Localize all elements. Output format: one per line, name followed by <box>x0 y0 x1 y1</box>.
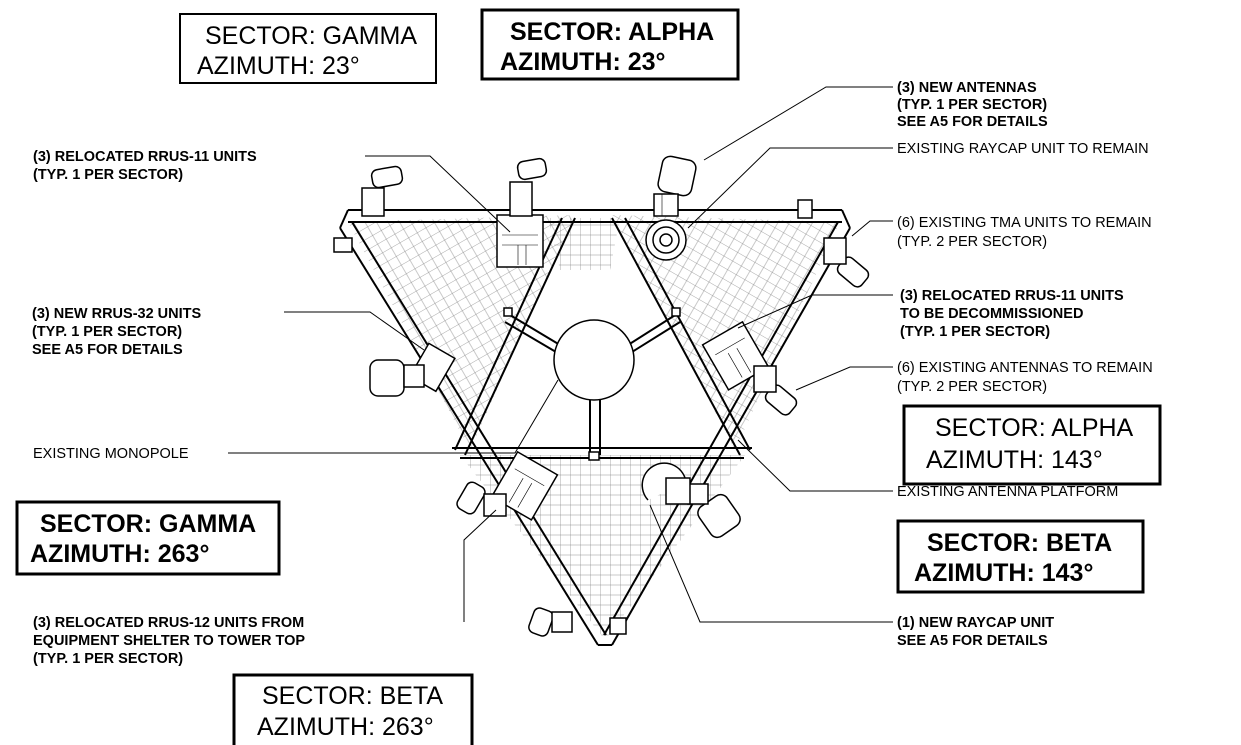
svg-text:(3) NEW RRUS-32 UNITS: (3) NEW RRUS-32 UNITS <box>32 306 202 322</box>
callout-new-raycap: (1) NEW RAYCAP UNIT SEE A5 FOR DETAILS <box>897 615 1054 649</box>
svg-text:EXISTING ANTENNA PLATFORM: EXISTING ANTENNA PLATFORM <box>897 484 1118 500</box>
svg-text:SEE A5 FOR DETAILS: SEE A5 FOR DETAILS <box>897 633 1048 649</box>
svg-text:(TYP. 1 PER SECTOR): (TYP. 1 PER SECTOR) <box>900 324 1050 340</box>
svg-text:(TYP. 1 PER SECTOR): (TYP. 1 PER SECTOR) <box>33 167 183 183</box>
callout-rrus11-relocated: (3) RELOCATED RRUS-11 UNITS (TYP. 1 PER … <box>33 149 257 183</box>
svg-text:(6) EXISTING TMA UNITS TO REMA: (6) EXISTING TMA UNITS TO REMAIN <box>897 215 1152 231</box>
svg-text:AZIMUTH: 263°: AZIMUTH: 263° <box>257 713 434 741</box>
svg-text:SECTOR: ALPHA: SECTOR: ALPHA <box>935 414 1134 442</box>
monopole <box>503 307 681 461</box>
sector-box-alpha-23: SECTOR: ALPHA AZIMUTH: 23° <box>480 8 740 81</box>
svg-text:EXISTING RAYCAP UNIT TO REMAIN: EXISTING RAYCAP UNIT TO REMAIN <box>897 141 1149 157</box>
svg-text:EXISTING MONOPOLE: EXISTING MONOPOLE <box>33 446 189 462</box>
platform-grating <box>348 215 840 640</box>
svg-text:(3) RELOCATED RRUS-11 UNITS: (3) RELOCATED RRUS-11 UNITS <box>33 149 257 165</box>
svg-text:SECTOR: GAMMA: SECTOR: GAMMA <box>40 510 256 538</box>
svg-text:AZIMUTH: 23°: AZIMUTH: 23° <box>500 48 666 76</box>
svg-text:(3) RELOCATED RRUS-12 UNITS FR: (3) RELOCATED RRUS-12 UNITS FROM <box>33 615 304 631</box>
svg-text:AZIMUTH: 263°: AZIMUTH: 263° <box>30 540 209 568</box>
callout-existing-monopole: EXISTING MONOPOLE <box>33 446 189 462</box>
relocated-rrus-11-alpha <box>496 214 544 268</box>
svg-text:(TYP. 1 PER SECTOR): (TYP. 1 PER SECTOR) <box>32 324 182 340</box>
svg-text:EQUIPMENT SHELTER TO TOWER TOP: EQUIPMENT SHELTER TO TOWER TOP <box>33 633 305 649</box>
svg-text:SECTOR: GAMMA: SECTOR: GAMMA <box>205 22 417 50</box>
callout-rrus12-relocated: (3) RELOCATED RRUS-12 UNITS FROM EQUIPME… <box>33 615 305 667</box>
svg-text:AZIMUTH: 143°: AZIMUTH: 143° <box>914 559 1093 587</box>
antenna-platform-frame <box>339 209 851 646</box>
svg-text:(TYP. 2 PER SECTOR): (TYP. 2 PER SECTOR) <box>897 234 1047 250</box>
svg-text:AZIMUTH: 23°: AZIMUTH: 23° <box>197 52 360 80</box>
svg-text:SECTOR: BETA: SECTOR: BETA <box>262 682 443 710</box>
sector-box-beta-263: SECTOR: BETA AZIMUTH: 263° <box>232 673 474 745</box>
callout-existing-platform: EXISTING ANTENNA PLATFORM <box>897 484 1118 500</box>
svg-text:SECTOR: BETA: SECTOR: BETA <box>927 529 1112 557</box>
svg-text:(1) NEW RAYCAP UNIT: (1) NEW RAYCAP UNIT <box>897 615 1054 631</box>
svg-text:SEE A5 FOR DETAILS: SEE A5 FOR DETAILS <box>32 342 183 358</box>
leader-lines <box>228 86 893 623</box>
svg-text:(6) EXISTING ANTENNAS TO REMAI: (6) EXISTING ANTENNAS TO REMAIN <box>897 360 1153 376</box>
existing-raycap-unit <box>645 219 687 261</box>
svg-text:SEE A5 FOR DETAILS: SEE A5 FOR DETAILS <box>897 114 1048 130</box>
callout-rrus11-decommissioned: (3) RELOCATED RRUS-11 UNITS TO BE DECOMM… <box>900 288 1124 340</box>
callout-new-rrus32: (3) NEW RRUS-32 UNITS (TYP. 1 PER SECTOR… <box>32 306 202 358</box>
svg-text:(TYP. 1 PER SECTOR): (TYP. 1 PER SECTOR) <box>33 651 183 667</box>
svg-text:SECTOR: ALPHA: SECTOR: ALPHA <box>510 18 714 46</box>
svg-text:(TYP. 2 PER SECTOR): (TYP. 2 PER SECTOR) <box>897 379 1047 395</box>
new-antenna-alpha <box>653 155 697 217</box>
svg-text:TO BE DECOMMISSIONED: TO BE DECOMMISSIONED <box>900 306 1083 322</box>
callout-new-antennas: (3) NEW ANTENNAS (TYP. 1 PER SECTOR) SEE… <box>897 80 1048 130</box>
relocated-rrus-12-gamma <box>490 450 559 521</box>
new-antenna-beta <box>687 483 741 539</box>
svg-text:AZIMUTH: 143°: AZIMUTH: 143° <box>926 446 1103 474</box>
new-raycap-unit <box>641 462 691 505</box>
sector-box-gamma-23: SECTOR: GAMMA AZIMUTH: 23° <box>179 13 437 84</box>
svg-text:(3) RELOCATED RRUS-11 UNITS: (3) RELOCATED RRUS-11 UNITS <box>900 288 1124 304</box>
existing-antennas <box>333 157 870 637</box>
callout-existing-raycap: EXISTING RAYCAP UNIT TO REMAIN <box>897 141 1149 157</box>
sector-box-alpha-143: SECTOR: ALPHA AZIMUTH: 143° <box>902 404 1162 486</box>
callout-existing-antennas: (6) EXISTING ANTENNAS TO REMAIN (TYP. 2 … <box>897 360 1153 395</box>
sector-box-gamma-263: SECTOR: GAMMA AZIMUTH: 263° <box>15 500 281 576</box>
svg-text:(3) NEW ANTENNAS: (3) NEW ANTENNAS <box>897 80 1037 96</box>
sector-box-beta-143: SECTOR: BETA AZIMUTH: 143° <box>896 519 1145 594</box>
callout-existing-tma: (6) EXISTING TMA UNITS TO REMAIN (TYP. 2… <box>897 215 1152 250</box>
svg-text:(TYP. 1 PER SECTOR): (TYP. 1 PER SECTOR) <box>897 97 1047 113</box>
new-antenna-gamma <box>369 359 425 397</box>
relocated-rrus-11-beta <box>701 320 770 391</box>
